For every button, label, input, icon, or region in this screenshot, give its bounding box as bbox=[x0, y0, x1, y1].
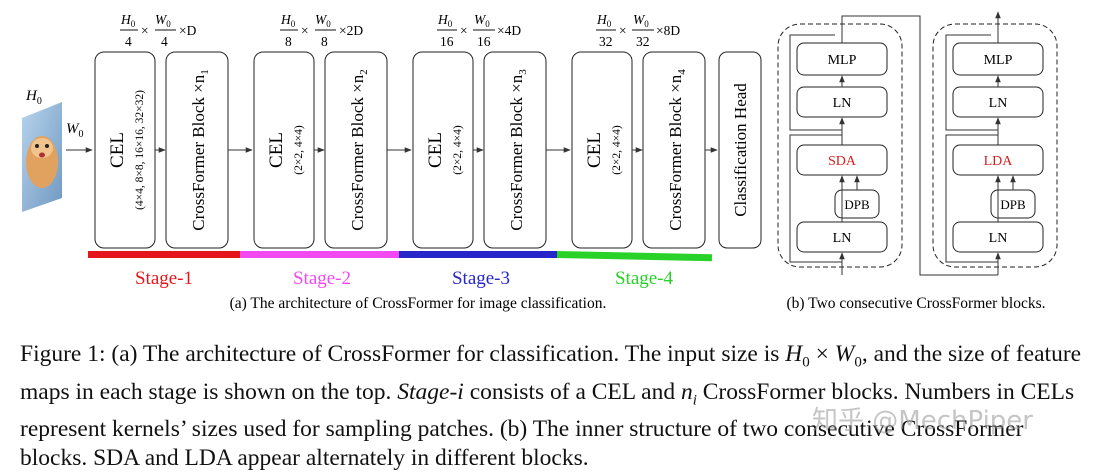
ln-bottom-label: LN bbox=[989, 231, 1008, 246]
svg-text:8: 8 bbox=[321, 34, 328, 49]
math-times: × bbox=[809, 341, 835, 367]
svg-text:32: 32 bbox=[599, 34, 613, 49]
math-h-sub: 0 bbox=[802, 354, 810, 371]
cel-kernels: (2×2, 4×4) bbox=[452, 125, 464, 175]
dpb-label: DPB bbox=[844, 197, 870, 212]
stage-1-label: Stage-1 bbox=[135, 268, 193, 289]
stage-2: H0 8 × W0 8 ×2D CEL (2×2, 4×4) CrossForm… bbox=[253, 12, 412, 249]
input-width-label: W0 bbox=[66, 121, 84, 140]
stage-4-size: H0 32 × W0 32 ×8D bbox=[596, 12, 680, 49]
svg-text:W0: W0 bbox=[155, 12, 171, 29]
cel-label: CEL bbox=[107, 132, 128, 168]
stage-4-label: Stage-4 bbox=[615, 268, 674, 289]
input-height-label: H0 bbox=[25, 88, 42, 107]
svg-text:8: 8 bbox=[285, 34, 292, 49]
math-h: H bbox=[785, 341, 803, 367]
stage-2-label: Stage-2 bbox=[293, 268, 351, 289]
stage-1-bar bbox=[88, 251, 240, 258]
svg-text:16: 16 bbox=[440, 34, 454, 49]
stage-4-bar bbox=[556, 251, 713, 262]
caption-part3: consists of a CEL and bbox=[463, 378, 681, 405]
stage-1: H0 4 × W0 4 ×D CEL (4×4, 8×8, 16×16, 32×… bbox=[94, 12, 253, 249]
ln-top-label: LN bbox=[833, 96, 852, 111]
ln-top-label: LN bbox=[989, 96, 1008, 111]
caption-part2: , and the size of feature maps in each s… bbox=[20, 341, 1082, 405]
math-w-sub: 0 bbox=[854, 354, 862, 371]
svg-text:×: × bbox=[619, 23, 627, 38]
stage-2-bar bbox=[240, 251, 399, 258]
caption-a: (a) The architecture of CrossFormer for … bbox=[230, 295, 607, 312]
stage-4: H0 32 × W0 32 ×8D CEL (2×2, 4×4) CrossFo… bbox=[571, 12, 718, 249]
block-2: MLP LN LDA DPB LN bbox=[932, 11, 1058, 275]
ln-bottom-label: LN bbox=[833, 231, 852, 246]
caption-lead: Figure 1: (a) The architecture of CrossF… bbox=[20, 341, 786, 367]
cel-label: CEL bbox=[425, 132, 446, 168]
figure-caption: Figure 1: (a) The architecture of CrossF… bbox=[20, 340, 1090, 473]
svg-text:W0: W0 bbox=[315, 12, 331, 29]
svg-text:×4D: ×4D bbox=[497, 23, 521, 38]
input-image: H0 W0 bbox=[22, 88, 93, 212]
cel-kernels: (2×2, 4×4) bbox=[611, 125, 623, 175]
crossformer-block-label: CrossFormer Block ×n4 bbox=[666, 69, 688, 231]
svg-text:W0: W0 bbox=[474, 12, 490, 29]
svg-text:32: 32 bbox=[636, 34, 650, 49]
classification-head-label: Classification Head bbox=[731, 83, 750, 217]
svg-text:×D: ×D bbox=[179, 23, 197, 38]
svg-text:×: × bbox=[301, 23, 309, 38]
caption-stage-i: Stage-i bbox=[397, 378, 464, 405]
lda-label: LDA bbox=[984, 154, 1014, 169]
cel-label: CEL bbox=[266, 132, 287, 168]
stage-3-label: Stage-3 bbox=[452, 268, 510, 289]
svg-text:H0: H0 bbox=[120, 12, 136, 29]
svg-text:H0: H0 bbox=[280, 12, 296, 29]
crossformer-block-label: CrossFormer Block ×n2 bbox=[348, 69, 370, 230]
stage-3: H0 16 × W0 16 ×4D CEL (2×2, 4×4) CrossFo… bbox=[412, 12, 571, 249]
mlp-label: MLP bbox=[984, 53, 1013, 68]
mlp-label: MLP bbox=[828, 53, 857, 68]
svg-text:×: × bbox=[460, 23, 468, 38]
svg-text:×2D: ×2D bbox=[339, 23, 363, 38]
crossformer-block-label: CrossFormer Block ×n3 bbox=[507, 69, 529, 231]
svg-text:×: × bbox=[141, 23, 149, 38]
math-n-sub: i bbox=[692, 392, 697, 409]
block-1-outline bbox=[777, 23, 903, 268]
cel-kernels: (2×2, 4×4) bbox=[293, 125, 305, 175]
architecture-figure: H0 W0 H0 4 × W0 4 ×D CEL (4×4, 8×8, 16×1… bbox=[22, 11, 1058, 312]
stage-3-bar bbox=[399, 251, 557, 258]
math-n: n bbox=[680, 378, 693, 405]
dpb-label: DPB bbox=[1000, 197, 1026, 212]
classification-head-box bbox=[718, 51, 762, 249]
svg-text:H0: H0 bbox=[437, 12, 453, 29]
caption-b: (b) Two consecutive CrossFormer blocks. bbox=[786, 295, 1045, 312]
block-2-outline bbox=[932, 23, 1058, 268]
stage-3-size: H0 16 × W0 16 ×4D bbox=[437, 12, 521, 49]
cel-kernels: (4×4, 8×8, 16×16, 32×32) bbox=[134, 90, 146, 210]
svg-text:W0: W0 bbox=[633, 12, 649, 29]
crossformer-block-label: CrossFormer Block ×n1 bbox=[189, 69, 211, 230]
stage-1-size: H0 4 × W0 4 ×D bbox=[120, 12, 197, 49]
block-1: MLP LN SDA DPB LN bbox=[777, 15, 998, 276]
svg-text:4: 4 bbox=[125, 34, 132, 49]
sda-label: SDA bbox=[828, 154, 857, 169]
svg-text:4: 4 bbox=[161, 34, 168, 49]
svg-text:H0: H0 bbox=[596, 12, 612, 29]
math-w: W bbox=[834, 341, 855, 367]
stage-2-size: H0 8 × W0 8 ×2D bbox=[280, 12, 363, 49]
svg-text:16: 16 bbox=[477, 34, 491, 49]
svg-text:×8D: ×8D bbox=[656, 23, 680, 38]
cel-label: CEL bbox=[584, 132, 605, 168]
